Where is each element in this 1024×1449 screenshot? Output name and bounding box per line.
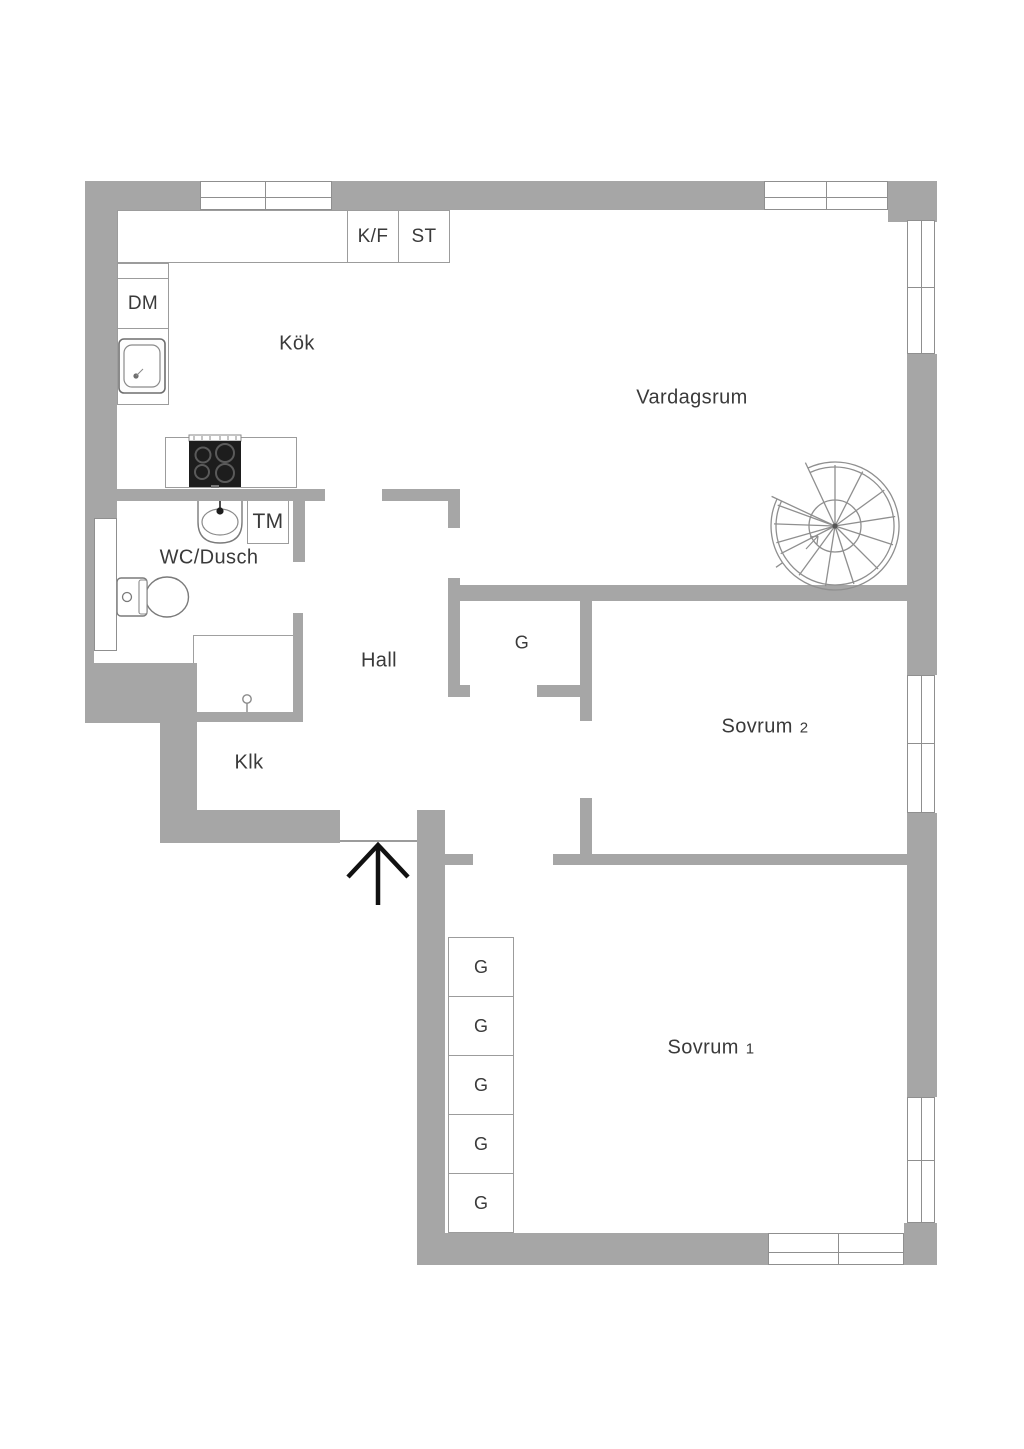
wall (553, 854, 907, 865)
room-label-kitchen: Kök (279, 332, 315, 355)
wall (448, 578, 460, 697)
room-label-bedroom1: Sovrum 1 (667, 1037, 754, 1060)
window-pane-line (201, 197, 331, 198)
wall (293, 489, 305, 562)
wall (85, 181, 117, 518)
dishwasher-label: DM (127, 292, 159, 314)
wardrobe-cell: G (448, 1055, 514, 1115)
kitchen-counter-top (117, 210, 348, 263)
window (907, 1097, 935, 1223)
room-label-living: Vardagsrum (636, 386, 748, 409)
wall (537, 685, 592, 697)
wall (160, 700, 197, 843)
wardrobe-cell: G (448, 937, 514, 997)
wardrobe-cell: G (448, 1114, 514, 1174)
wall (417, 1233, 768, 1265)
wall (85, 518, 94, 663)
shower-area (193, 635, 303, 713)
window-pane-line (765, 197, 887, 198)
wall (448, 685, 470, 697)
wall (382, 489, 460, 501)
fridge-freezer-cabinet: K/F (347, 210, 399, 263)
room-label-bedroom2-number: 2 (799, 719, 809, 737)
washing-machine-label: TM (252, 510, 284, 533)
entry-threshold (340, 840, 417, 842)
wall (117, 489, 325, 501)
window-mullion (908, 1160, 934, 1161)
kitchen-sink-icon (118, 338, 166, 394)
wall (904, 1223, 937, 1265)
room-label-bedroom2-text: Sovrum (721, 715, 793, 738)
tall-cabinet: ST (398, 210, 450, 263)
window-pane-line (769, 1252, 903, 1253)
room-label-bedroom2: Sovrum 2 (721, 716, 808, 739)
wall (448, 585, 907, 601)
window (907, 220, 935, 354)
hall-closet-label: G (514, 632, 530, 653)
window (764, 181, 888, 210)
room-label-bathroom: WC/Dusch (159, 546, 259, 569)
window-mullion (826, 182, 827, 209)
wall (580, 798, 592, 855)
washing-machine: TM (247, 500, 289, 544)
wall (907, 354, 937, 675)
window (907, 675, 935, 813)
dishwasher: DM (117, 278, 169, 329)
wall (332, 181, 764, 210)
wall (417, 810, 445, 1233)
room-label-bedroom1-text: Sovrum (667, 1036, 739, 1059)
window-mullion (838, 1234, 839, 1264)
wall (445, 854, 473, 865)
wall (293, 613, 303, 722)
wall (85, 663, 197, 723)
wall (907, 813, 937, 1097)
room-label-bedroom1-number: 1 (745, 1040, 755, 1058)
tall-cabinet-label: ST (411, 225, 437, 247)
window-mullion (908, 287, 934, 288)
window-niche (94, 518, 117, 651)
wall (888, 181, 937, 222)
stove-icon (188, 434, 242, 488)
room-label-closet: Klk (234, 751, 264, 774)
window-mullion (908, 743, 934, 744)
window (200, 181, 332, 210)
toilet-icon (116, 576, 190, 618)
wardrobe-cell: G (448, 996, 514, 1056)
bathroom-sink-icon (197, 497, 243, 544)
window (768, 1233, 904, 1265)
spiral-staircase-icon (770, 461, 900, 591)
fridge-freezer-label: K/F (357, 225, 389, 247)
entrance-arrow-icon (346, 841, 410, 905)
wardrobe-cell: G (448, 1173, 514, 1233)
room-label-hall: Hall (360, 649, 398, 672)
wall (448, 501, 460, 528)
window-mullion (265, 182, 266, 209)
window-pane-line (921, 676, 922, 812)
wall (193, 712, 303, 722)
wall (580, 601, 592, 721)
wardrobe-column: G G G G G (448, 937, 514, 1233)
